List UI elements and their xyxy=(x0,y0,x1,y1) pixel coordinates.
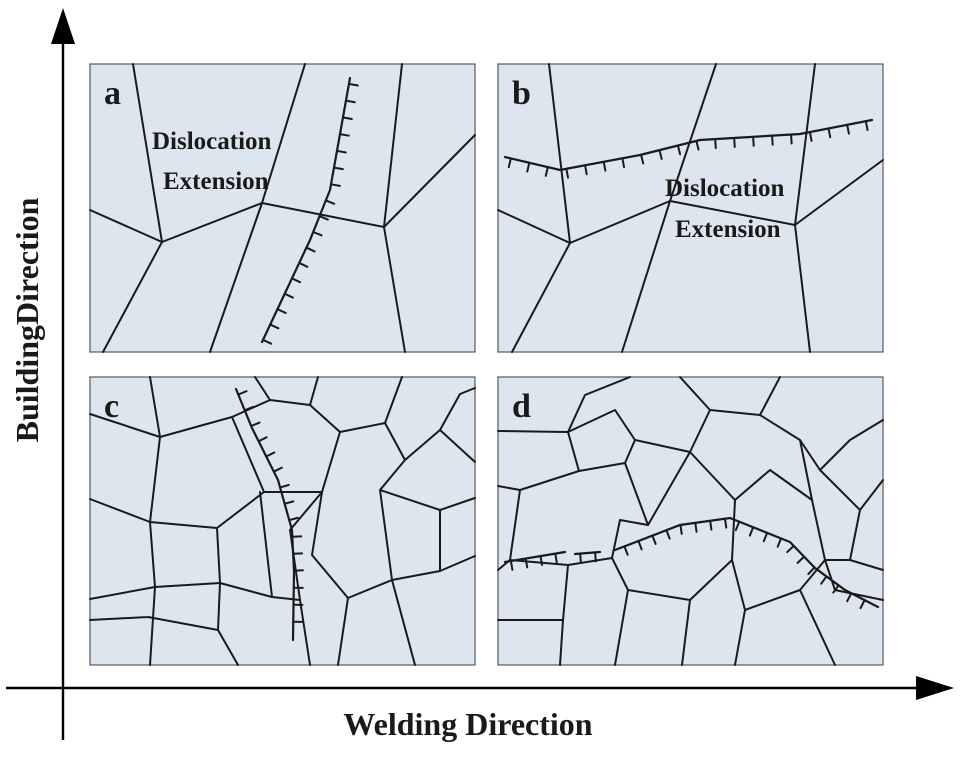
panel-a-label: a xyxy=(104,75,121,112)
dislocation-tick xyxy=(710,521,711,530)
dislocation-tick xyxy=(734,138,735,147)
dislocation-tick xyxy=(791,135,792,144)
dislocation-tick xyxy=(580,554,581,563)
y-axis-arrowhead xyxy=(51,8,75,44)
y-axis-label: BuildingDirection xyxy=(9,197,45,442)
panel-c: c xyxy=(90,377,475,665)
dislocation-tick xyxy=(595,552,596,561)
dislocation-tick xyxy=(753,137,754,146)
dislocation-tick xyxy=(715,139,716,148)
panel-d-label: d xyxy=(512,388,531,425)
panel-d: d xyxy=(498,377,883,665)
dislocation-tick xyxy=(695,523,696,532)
panel-c-label: c xyxy=(104,388,119,425)
panel-a: a Dislocation Extension xyxy=(90,64,475,352)
panel-b-background xyxy=(498,64,883,352)
dislocation-tick xyxy=(680,525,681,534)
panel-b-annotation-line-2: Extension xyxy=(675,216,781,243)
panel-d-background xyxy=(498,377,883,665)
x-axis-arrowhead xyxy=(916,676,954,700)
dislocation-tick xyxy=(725,519,726,528)
panel-a-annotation-line-1: Dislocation xyxy=(152,128,272,155)
dislocation-tick xyxy=(772,136,773,145)
panel-b-label: b xyxy=(512,75,531,112)
panel-b-annotation-line-1: Dislocation xyxy=(665,175,785,202)
panel-a-annotation-line-2: Extension xyxy=(163,168,269,195)
panel-b: b Dislocation Extension xyxy=(498,64,883,352)
x-axis-label: Welding Direction xyxy=(343,706,592,742)
